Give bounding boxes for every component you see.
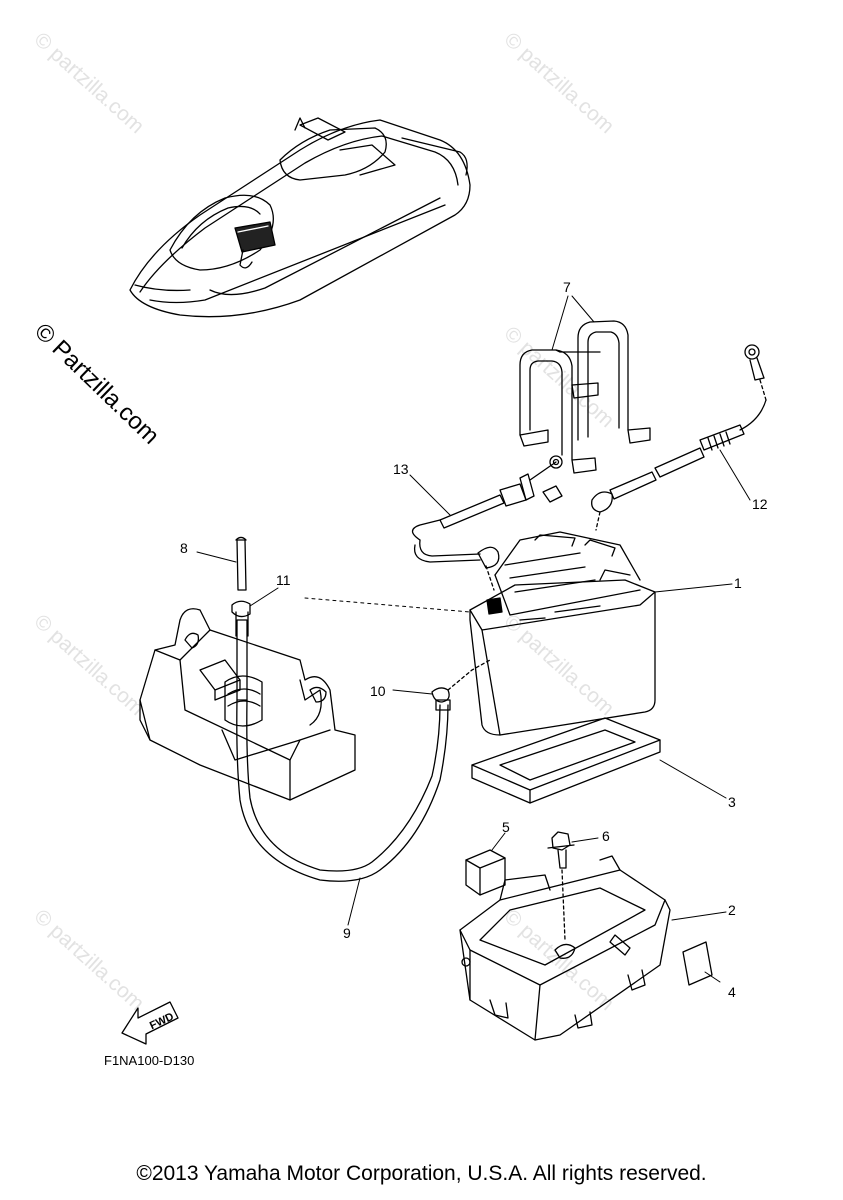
battery-seat	[471, 717, 661, 804]
callout-2: 2	[728, 902, 736, 918]
callout-8: 8	[180, 540, 188, 556]
fwd-arrow-icon: FWD	[121, 1001, 179, 1045]
leader-lines	[196, 295, 751, 983]
vent-hose-assembly	[231, 536, 491, 882]
damper-5	[465, 849, 506, 896]
callout-3: 3	[728, 794, 736, 810]
battery	[469, 531, 656, 736]
fwd-label: FWD	[148, 1011, 176, 1032]
callout-1: 1	[734, 575, 742, 591]
callout-5: 5	[502, 819, 510, 835]
callout-12: 12	[752, 496, 768, 512]
battery-case	[459, 855, 671, 1041]
copyright-notice: ©2013 Yamaha Motor Corporation, U.S.A. A…	[136, 1162, 707, 1185]
watercraft-overview	[129, 117, 471, 318]
callout-10: 10	[370, 683, 386, 699]
callout-4: 4	[728, 984, 736, 1000]
negative-lead	[591, 344, 767, 531]
callout-11: 11	[276, 572, 291, 588]
callout-9: 9	[343, 925, 351, 941]
battery-band	[519, 320, 651, 474]
callout-7: 7	[563, 279, 571, 295]
diagram-code: F1NA100-D130	[104, 1053, 195, 1068]
positive-lead	[411, 455, 563, 591]
reference-line	[304, 597, 471, 613]
callout-6: 6	[602, 828, 610, 844]
bolt-6	[547, 831, 575, 941]
battery-bracket	[139, 608, 356, 801]
pad-4	[682, 941, 713, 986]
callout-13: 13	[393, 461, 409, 477]
